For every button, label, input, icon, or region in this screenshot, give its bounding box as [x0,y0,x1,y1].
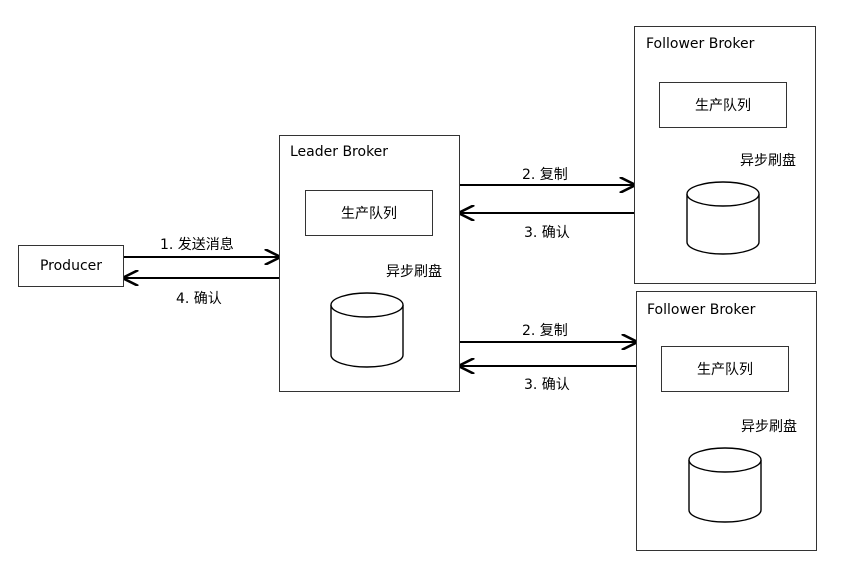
replicate-bottom-label: 2. 复制 [522,323,568,339]
follower-bottom-flush-label: 异步刷盘 [741,419,797,435]
ack-top-label: 3. 确认 [524,225,570,241]
follower-top-queue-box: 生产队列 [659,82,787,128]
follower-top-queue-label: 生产队列 [695,98,751,114]
follower-bottom-title: Follower Broker [647,302,756,318]
leader-queue-label: 生产队列 [341,206,397,222]
follower-bottom-queue-box: 生产队列 [661,346,789,392]
follower-bottom-queue-label: 生产队列 [697,362,753,378]
replicate-top-label: 2. 复制 [522,167,568,183]
follower-top-title: Follower Broker [646,36,755,52]
producer-label: Producer [39,258,103,274]
send-label: 1. 发送消息 [160,237,234,253]
producer-box: Producer [18,245,124,287]
leader-flush-label: 异步刷盘 [386,264,442,280]
leader-broker-title: Leader Broker [290,144,389,160]
leader-queue-box: 生产队列 [305,190,433,236]
ack-producer-label: 4. 确认 [176,291,222,307]
ack-bottom-label: 3. 确认 [524,377,570,393]
follower-top-flush-label: 异步刷盘 [740,153,796,169]
